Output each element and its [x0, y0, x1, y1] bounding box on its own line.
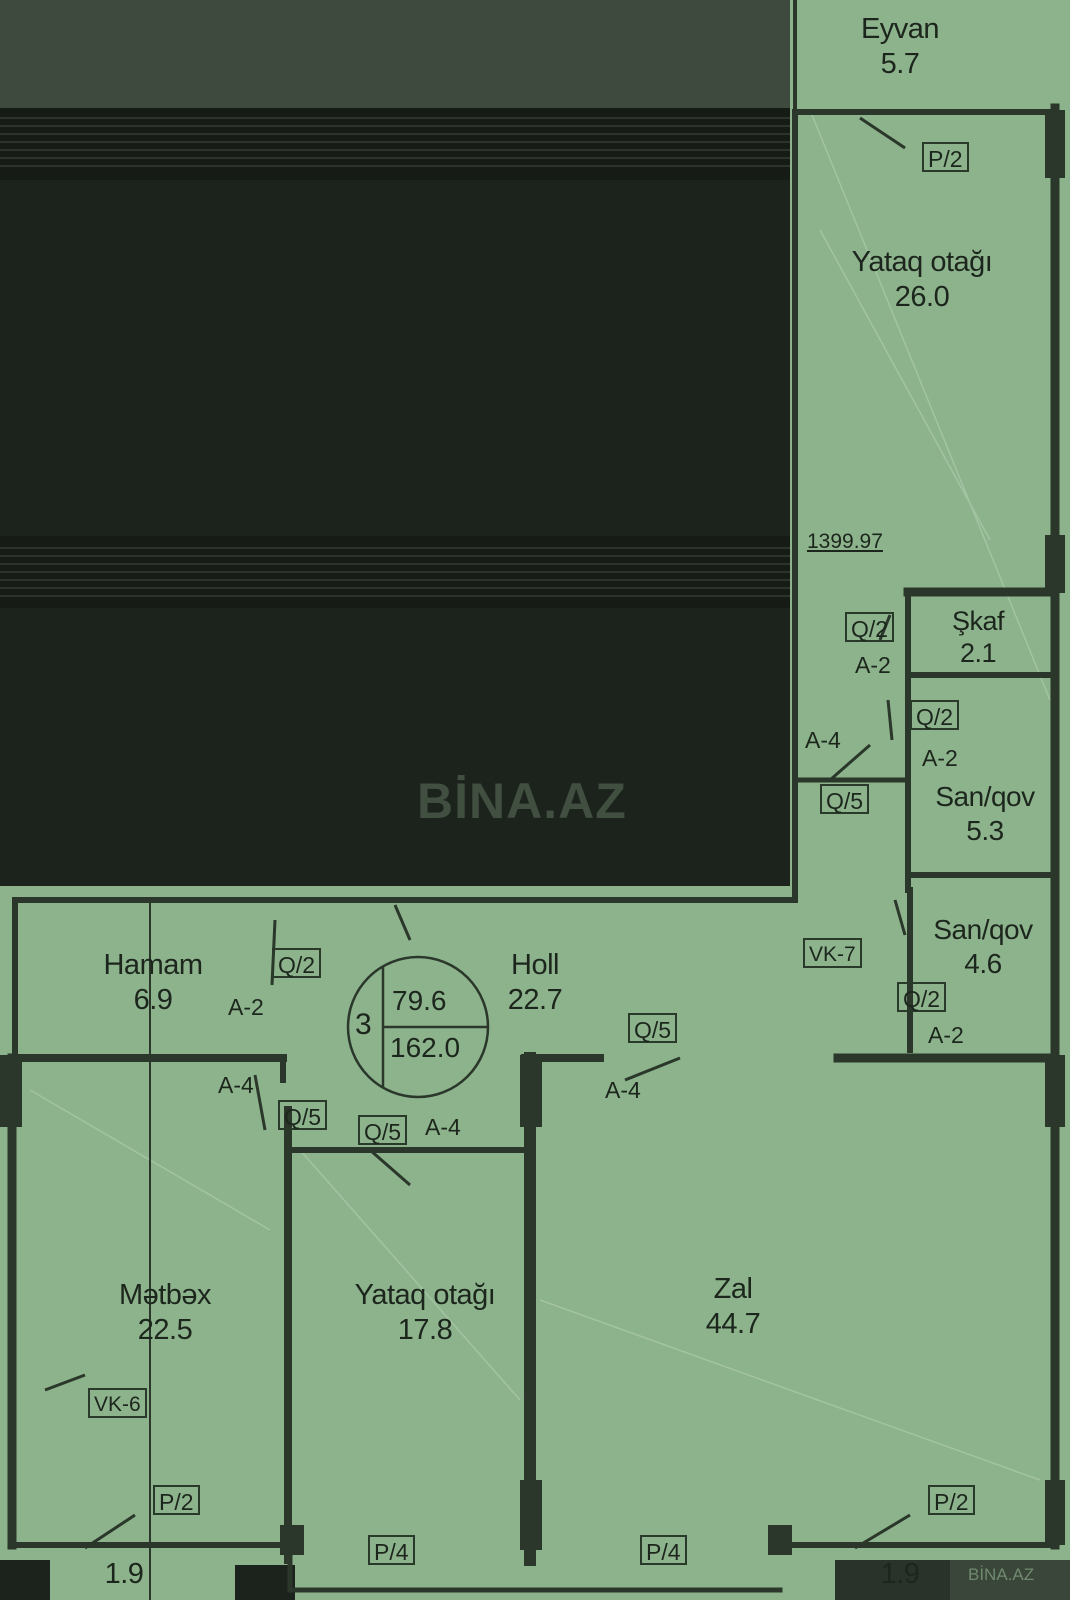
- door-tag: A-2: [922, 745, 958, 771]
- dimension-label: 1399.97: [807, 530, 883, 553]
- dark-stripe-lines-middle: [0, 547, 790, 597]
- room-label-sanqov-1: San/qov 5.3: [935, 780, 1035, 847]
- window-tag: P/2: [928, 1485, 975, 1515]
- room-area: 5.3: [966, 814, 1004, 846]
- door-tag: Q/2: [897, 982, 947, 1012]
- room-name: Mətbəx: [118, 1279, 212, 1311]
- room-name: San/qov: [935, 781, 1035, 812]
- apartment-badge-shape: [346, 955, 490, 1099]
- room-area: 17.8: [397, 1313, 453, 1346]
- door-tag: Q/5: [628, 1013, 678, 1043]
- room-area: 5.7: [880, 47, 920, 80]
- dark-stripe-lines-top: [0, 117, 790, 167]
- room-name: Şkaf: [951, 606, 1005, 636]
- construction-lines: [29, 109, 1051, 1481]
- door-tag: A-4: [805, 727, 841, 753]
- dark-block-middle: [0, 180, 790, 536]
- room-area: 22.5: [137, 1313, 193, 1346]
- room-area: 4.6: [964, 947, 1002, 979]
- window-tag: P/2: [153, 1485, 200, 1515]
- door-tag: VK-7: [803, 938, 862, 968]
- dark-block-top: [0, 0, 790, 108]
- door-tag: A-2: [928, 1022, 964, 1048]
- door-tag: A-4: [605, 1077, 641, 1103]
- corner-watermark: BİNA.AZ: [968, 1565, 1035, 1584]
- door-tag: A-4: [218, 1072, 254, 1098]
- outside-bottom-left: [0, 1560, 50, 1600]
- door-tag: VK-6: [88, 1388, 147, 1418]
- room-label-hamam: Hamam 6.9: [103, 948, 203, 1018]
- door-tag: Q/2: [910, 700, 960, 730]
- door-tag: Q/5: [278, 1100, 328, 1130]
- room-name: Zal: [713, 1273, 753, 1305]
- corner-mark-bg: [950, 1560, 1070, 1600]
- outside-bottom-middle: [235, 1565, 295, 1600]
- badge-living-area: 79.6: [392, 985, 447, 1016]
- room-name: Yataq otağı: [354, 1279, 496, 1311]
- room-name: Holl: [511, 949, 559, 981]
- door-tag: Q/2: [272, 948, 322, 978]
- door-tag: Q/5: [358, 1115, 408, 1145]
- door-tag: A-4: [425, 1114, 461, 1140]
- room-label-shkaf: Şkaf 2.1: [951, 605, 1005, 670]
- room-area: 2.1: [959, 638, 997, 669]
- room-name: San/qov: [933, 914, 1033, 945]
- room-area: 6.9: [133, 983, 173, 1016]
- room-label-bedroom-2: Yataq otağı 17.8: [355, 1278, 496, 1348]
- room-label-bedroom-1: Yataq otağı 26.0: [852, 245, 993, 315]
- room-label-zal: Zal 44.7: [705, 1272, 761, 1342]
- room-label-eyvan: Eyvan 5.7: [860, 12, 940, 82]
- pillars: [0, 110, 1065, 1555]
- badge-room-count: 3: [355, 1008, 372, 1041]
- door-tag: P/2: [922, 142, 969, 172]
- door-tag: Q/5: [820, 784, 870, 814]
- balcony-area-left: 1.9: [104, 1558, 144, 1590]
- badge-total-area: 162.0: [390, 1032, 461, 1063]
- room-name: Eyvan: [860, 13, 940, 45]
- window-tag: P/4: [640, 1535, 687, 1565]
- door-swings: [44, 116, 911, 1550]
- balcony-area-right: 1.9: [880, 1558, 920, 1590]
- dark-stripe-top: [0, 108, 790, 180]
- room-area: 44.7: [705, 1307, 761, 1340]
- room-name: Hamam: [103, 949, 203, 981]
- window-tag: P/4: [368, 1535, 415, 1565]
- room-label-metbex: Mətbəx 22.5: [118, 1278, 212, 1348]
- room-label-sanqov-2: San/qov 4.6: [933, 913, 1033, 980]
- dark-block-bottom: [0, 608, 790, 886]
- door-tag: A-2: [228, 994, 264, 1020]
- door-tag: A-2: [855, 652, 891, 678]
- room-area: 22.7: [507, 983, 563, 1016]
- room-name: Yataq otağı: [851, 246, 993, 278]
- door-tag: Q/2: [845, 612, 895, 642]
- watermark: BİNA.AZ: [417, 773, 627, 829]
- room-area: 26.0: [894, 280, 950, 313]
- room-label-holl: Holl 22.7: [507, 948, 563, 1018]
